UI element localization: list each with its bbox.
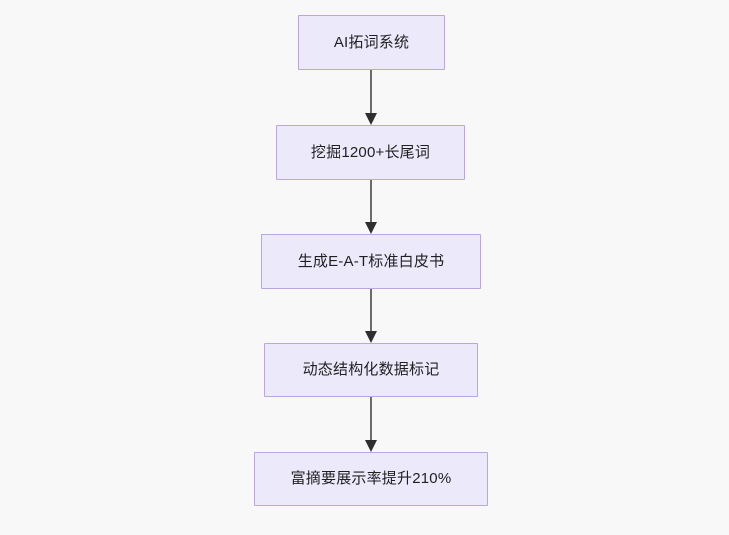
- flow-node-mine-longtail-keywords[interactable]: 挖掘1200+长尾词: [276, 125, 465, 180]
- flow-edge-n1-n2: [365, 70, 377, 125]
- flow-node-label: 动态结构化数据标记: [302, 361, 440, 378]
- flow-node-ai-keyword-system[interactable]: AI拓词系统: [298, 15, 445, 70]
- flow-edge-n3-n4: [365, 289, 377, 343]
- flow-edge-n2-n3: [365, 180, 377, 234]
- flow-node-dynamic-structured-data-markup[interactable]: 动态结构化数据标记: [264, 343, 478, 397]
- flow-node-rich-snippet-impression-lift[interactable]: 富摘要展示率提升210%: [254, 452, 488, 506]
- flow-node-label: AI拓词系统: [333, 33, 410, 51]
- flow-edge-n4-n5: [365, 397, 377, 452]
- flow-node-label: 挖掘1200+长尾词: [310, 143, 431, 161]
- flow-node-label: 富摘要展示率提升210%: [290, 470, 452, 487]
- flow-node-label: 生成E-A-T标准白皮书: [297, 252, 445, 270]
- flow-node-generate-eat-whitepaper[interactable]: 生成E-A-T标准白皮书: [261, 234, 481, 289]
